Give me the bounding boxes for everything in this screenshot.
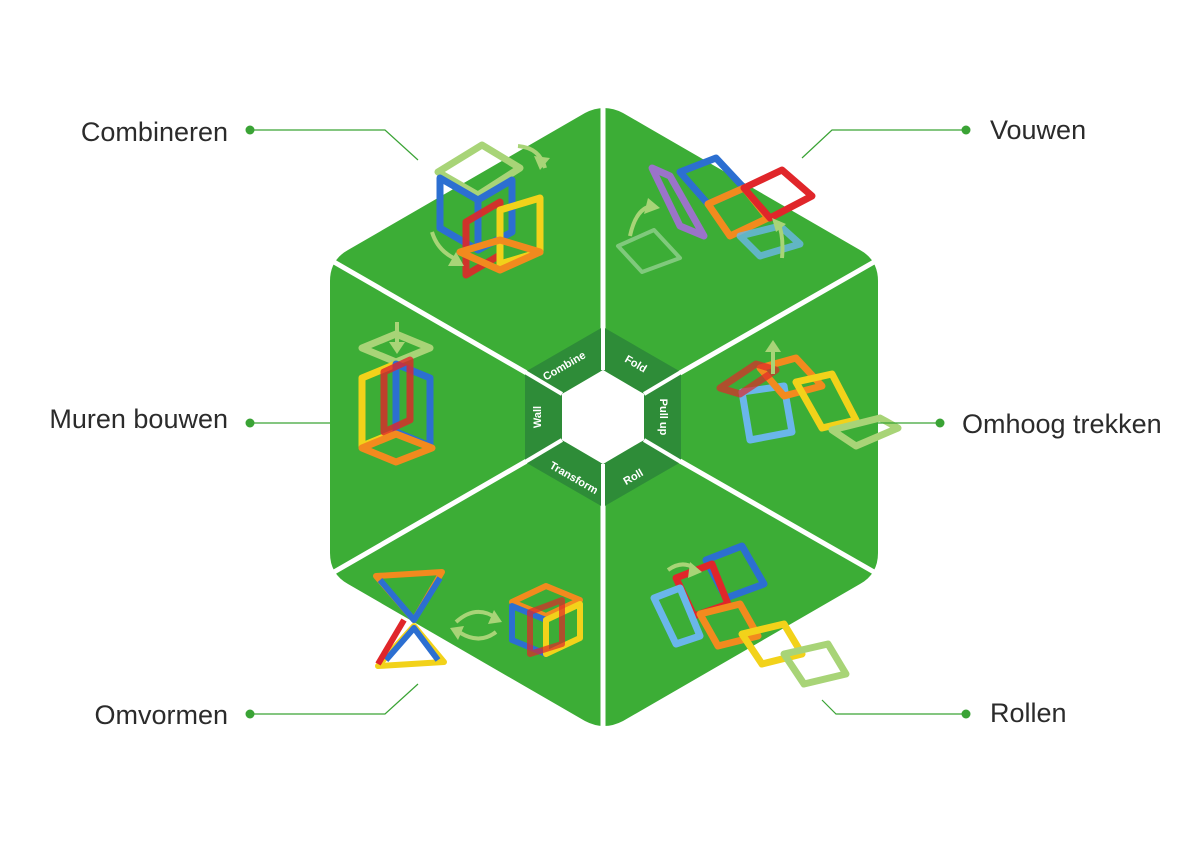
leader-dot [961,709,971,719]
combine-illustration [430,141,550,279]
transform-illustration [373,569,583,669]
pull-up-illustration [716,340,902,450]
sector-dividers [331,103,877,735]
label-transform: Omvormen [94,700,228,730]
leader-dot [245,709,255,719]
wall-illustration [358,322,436,466]
leader-dot [935,418,945,428]
leader-dot [245,125,255,135]
label-wall: Muren bouwen [49,404,228,434]
fold-illustration [616,154,816,274]
label-combine: Combineren [81,117,228,147]
inner-hex-ring [525,327,681,507]
label-pull-up: Omhoog trekken [962,409,1162,439]
leader-dot [245,418,255,428]
label-roll: Rollen [990,698,1067,728]
inner-label-pull-up: Pull up [657,399,669,436]
label-fold: Vouwen [990,115,1086,145]
roll-illustration [650,542,850,688]
leader-dot [961,125,971,135]
leader-lines [245,125,971,719]
inner-hex-center [562,370,644,464]
inner-label-wall: Wall [532,406,544,428]
